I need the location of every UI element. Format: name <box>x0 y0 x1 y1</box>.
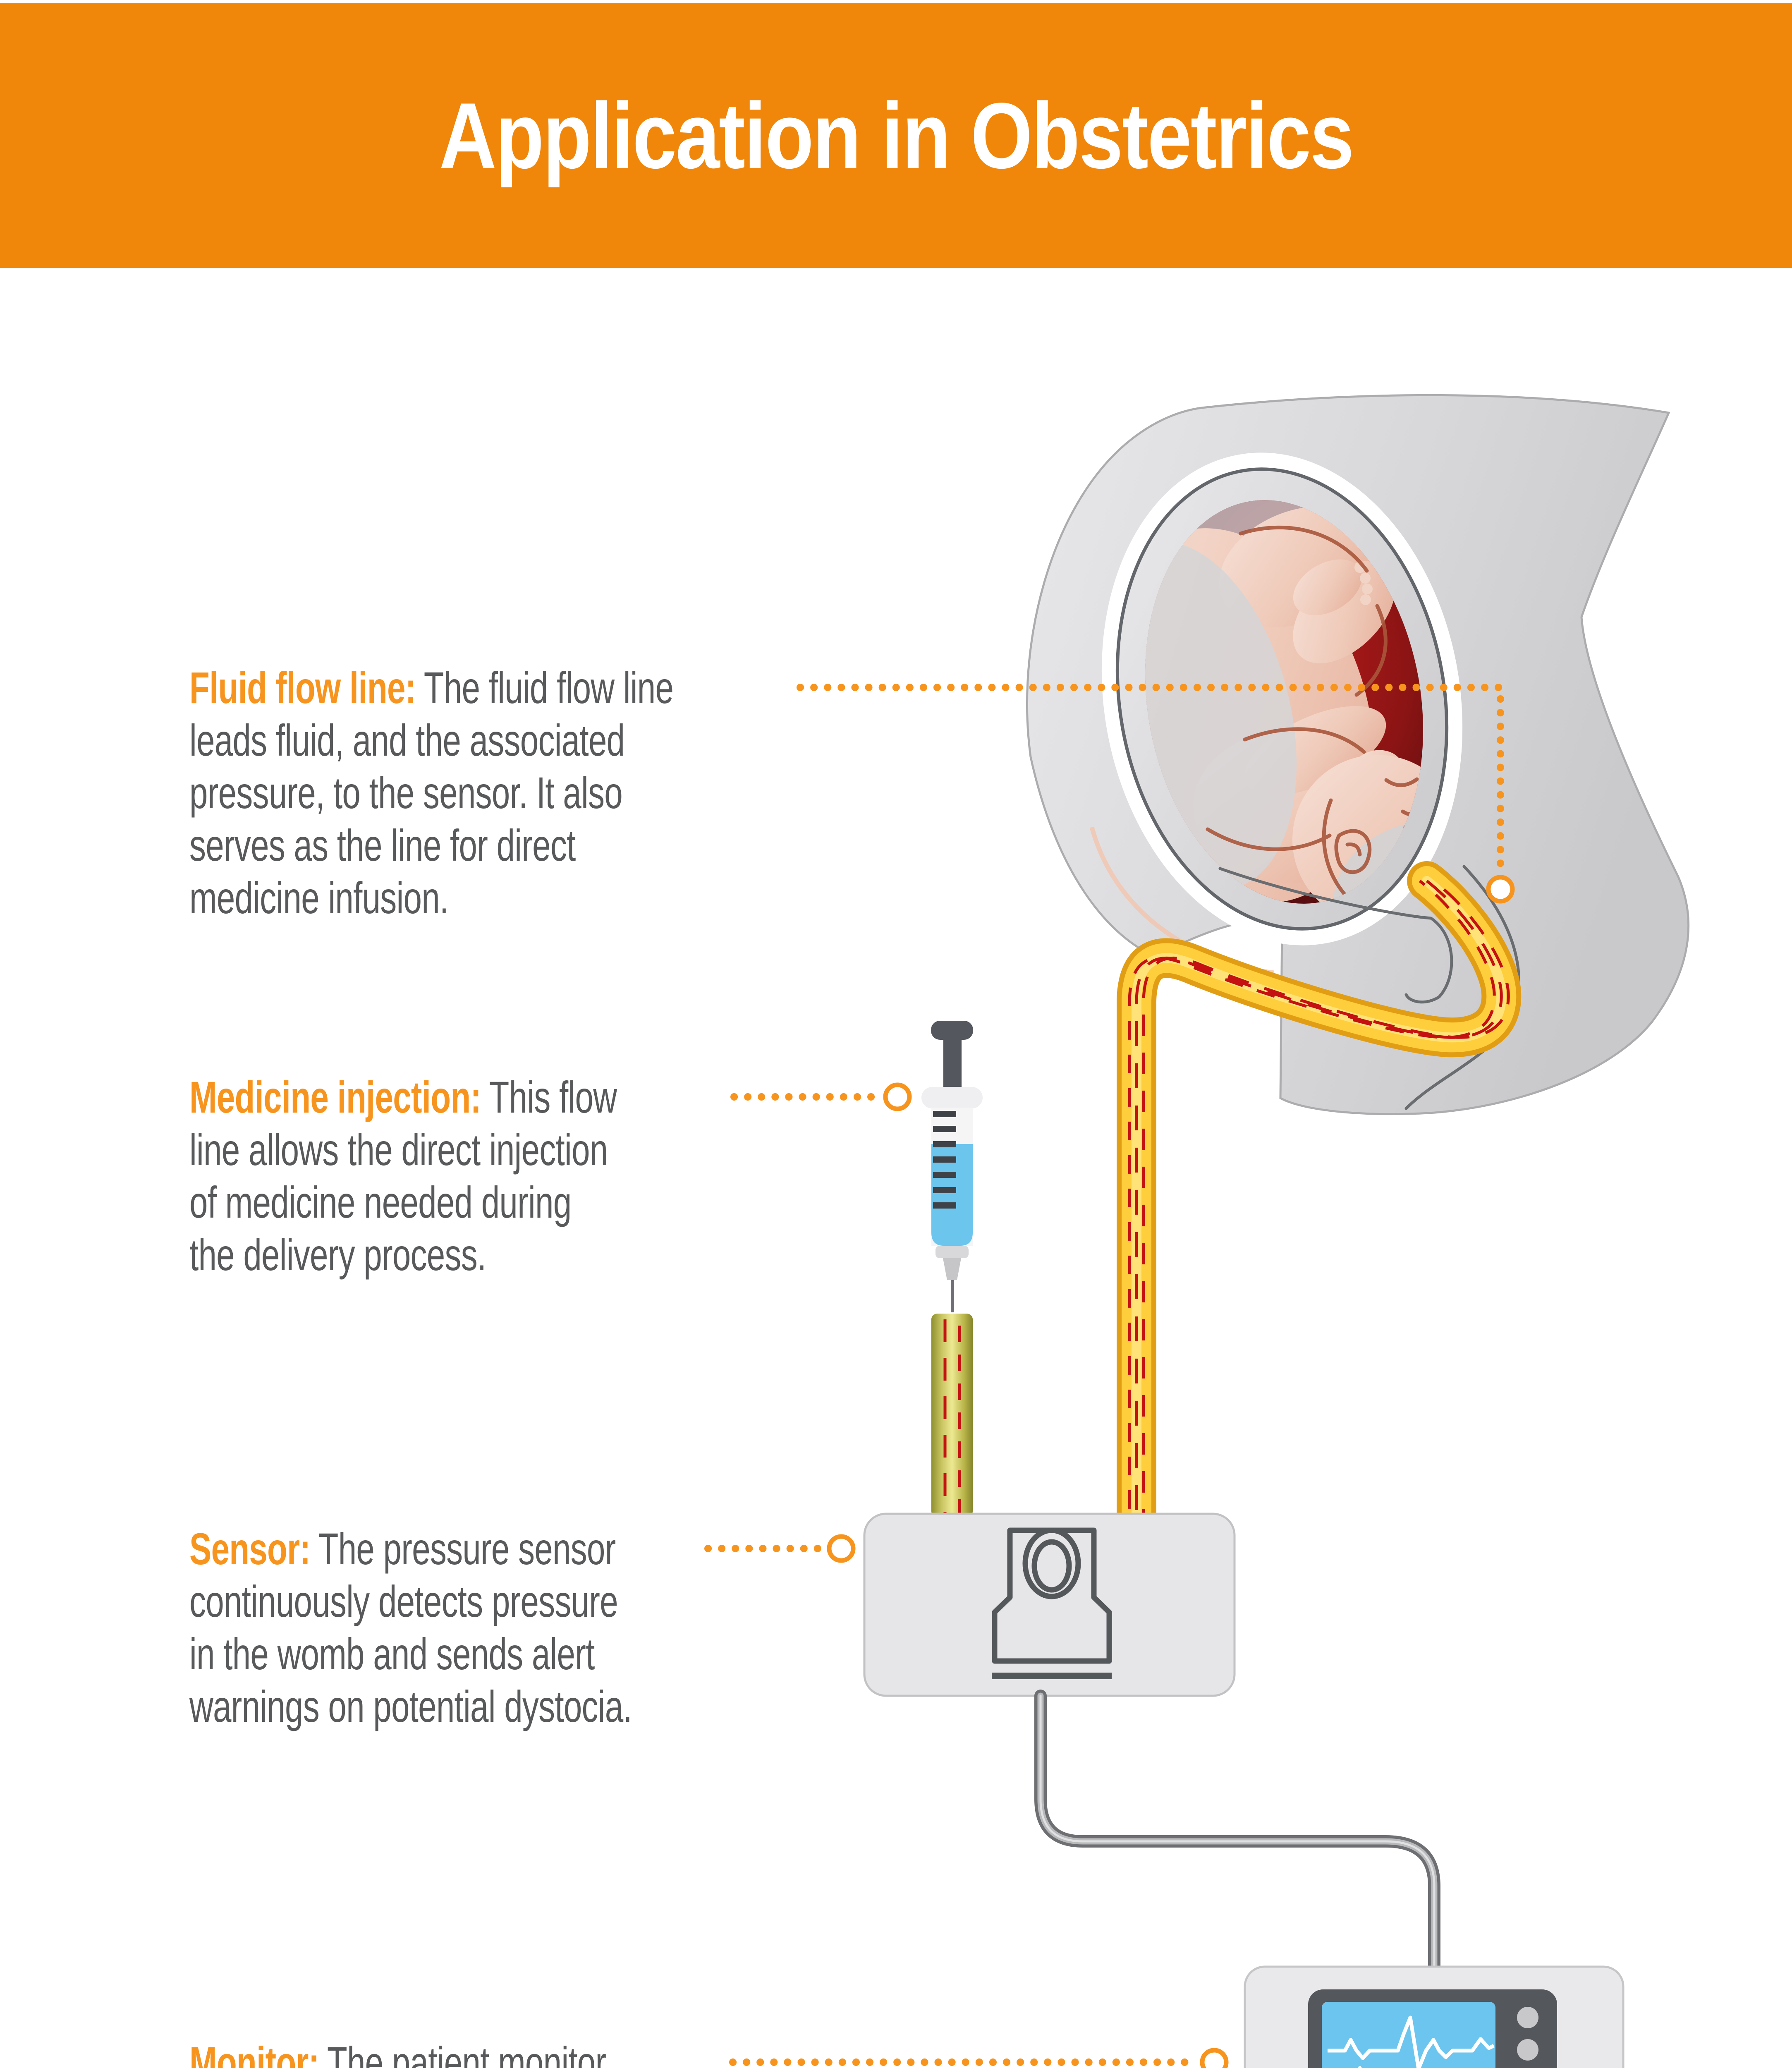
page-title: Application in Obstetrics <box>439 83 1354 188</box>
syringe-scale-ticks <box>933 1111 956 1209</box>
circle-marker-sensor <box>827 1534 856 1563</box>
section-sensor: Sensor:The pressure sensor continuously … <box>189 1522 632 1733</box>
pressure-sensor-box <box>863 1513 1236 1697</box>
circle-marker-monitor <box>1200 2048 1229 2068</box>
medicine-injection-tube <box>931 1314 973 1517</box>
text-line: the delivery process. <box>189 1230 486 1280</box>
text-line: Medicine injection:This flow <box>189 1072 617 1122</box>
patient-monitor-device <box>1244 1965 1625 2068</box>
text-line: serves as the line for direct <box>189 820 576 870</box>
monitor-buttons <box>1517 2007 1538 2061</box>
text-line: of medicine needed during <box>189 1177 572 1227</box>
needle <box>951 1280 954 1312</box>
title-banner: Application in Obstetrics <box>0 3 1792 268</box>
section-fluid-flow-line: Fluid flow line:The fluid flow line lead… <box>189 661 674 924</box>
electric-cable-line <box>1034 1690 1440 1974</box>
pressure-sensor-icon <box>992 1527 1112 1679</box>
syringe-icon <box>921 1021 983 1312</box>
text-line: warnings on potential dystocia. <box>189 1681 632 1731</box>
section-label: Monitor: <box>189 2037 319 2068</box>
ecg-waveform-icon <box>1328 2015 1495 2068</box>
text-line: continuously detects pressure <box>189 1576 618 1626</box>
text-line: in the womb and sends alert <box>189 1629 595 1679</box>
section-label: Sensor: <box>189 1524 311 1574</box>
text-line: Fluid flow line:The fluid flow line <box>189 663 674 713</box>
section-medicine-injection: Medicine injection:This flow line allows… <box>189 1071 617 1281</box>
monitor-screen <box>1322 2002 1495 2068</box>
circle-marker-medicine <box>883 1082 912 1111</box>
fetus-womb-illustration <box>1101 452 1520 1110</box>
fluid-flow-tube <box>1117 861 1522 1541</box>
text-line: Monitor:The patient monitor <box>189 2036 612 2068</box>
section-label: Medicine injection: <box>189 1072 481 1122</box>
section-label: Fluid flow line: <box>189 663 416 713</box>
text-line: Sensor:The pressure sensor <box>189 1524 616 1574</box>
text-line: line allows the direct injection <box>189 1125 608 1175</box>
text-line: medicine infusion. <box>189 873 449 923</box>
circle-marker-fluid <box>1486 875 1515 904</box>
text-line: pressure, to the sensor. It also <box>189 768 623 818</box>
text-line: leads fluid, and the associated <box>189 715 625 765</box>
section-monitor: Monitor:The patient monitor provides con… <box>189 2036 612 2068</box>
